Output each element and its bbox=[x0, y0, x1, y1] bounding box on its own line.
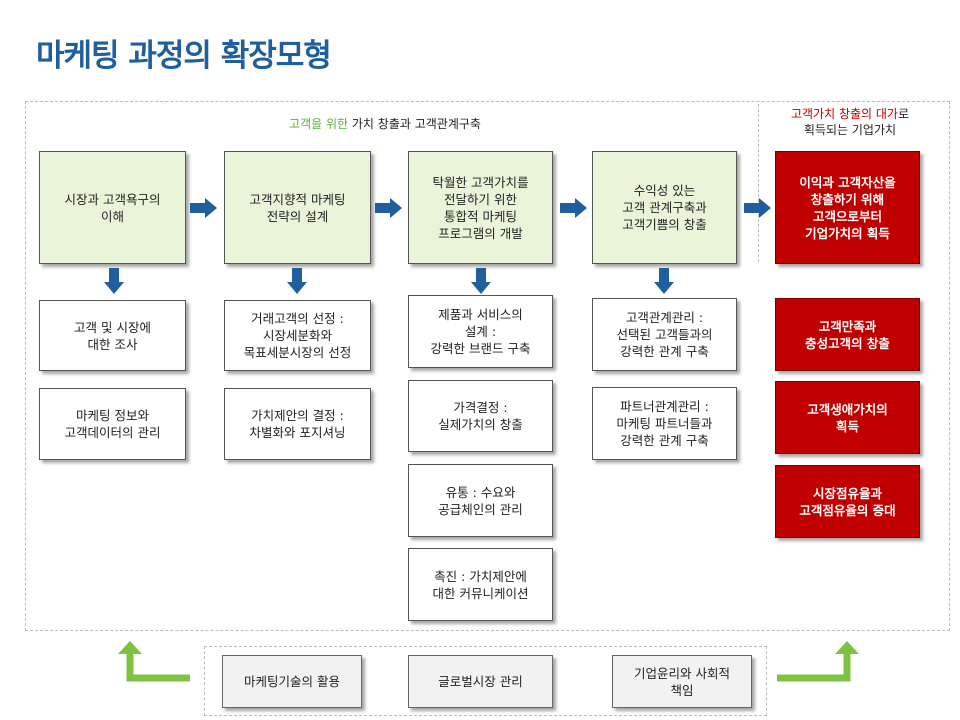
col5-box-satisfaction: 고객만족과 충성고객의 창출 bbox=[775, 298, 920, 371]
header-black-text: 가치 창출과 고객관계구축 bbox=[351, 117, 481, 131]
bottom-box-global: 글로벌시장 관리 bbox=[408, 655, 553, 708]
step-design-strategy: 고객지향적 마케팅 전략의 설계 bbox=[224, 151, 371, 264]
right-arrow-icon bbox=[744, 198, 771, 218]
header-red-text: 고객가치 창출의 대가 bbox=[790, 107, 898, 121]
page-title: 마케팅 과정의 확장모형 bbox=[36, 38, 332, 74]
down-arrow-icon bbox=[287, 268, 307, 294]
col3-box-distribution: 유통 : 수요와 공급체인의 관리 bbox=[408, 464, 553, 537]
step-understand-market: 시장과 고객욕구의 이해 bbox=[39, 151, 186, 264]
col1-box-info-management: 마케팅 정보와 고객데이터의 관리 bbox=[39, 388, 186, 460]
down-arrow-icon bbox=[471, 268, 491, 294]
down-arrow-icon bbox=[104, 268, 124, 294]
col1-box-research: 고객 및 시장에 대한 조사 bbox=[39, 300, 186, 371]
bottom-box-ethics: 기업윤리와 사회적 책임 bbox=[612, 655, 752, 708]
header-green-text: 고객을 위한 bbox=[289, 117, 352, 131]
right-divider-line bbox=[758, 104, 759, 262]
col3-box-pricing: 가격결정 : 실제가치의 창출 bbox=[408, 380, 553, 452]
down-arrow-icon bbox=[654, 268, 674, 294]
step-build-relationships: 수익성 있는 고객 관계구축과 고객기쁨의 창출 bbox=[592, 151, 737, 264]
right-arrow-icon bbox=[190, 198, 217, 218]
right-arrow-icon bbox=[375, 198, 402, 218]
header-value-capture: 고객가치 창출의 대가로 획득되는 기업가치 bbox=[770, 106, 930, 138]
step-capture-value: 이익과 고객자산을 창출하기 위해 고객으로부터 기업가치의 획득 bbox=[775, 151, 920, 264]
right-arrow-icon bbox=[560, 198, 587, 218]
col5-box-lifetime-value: 고객생애가치의 획득 bbox=[775, 381, 920, 454]
col2-box-segmentation: 거래고객의 선정 : 시장세분화와 목표세분시장의 선정 bbox=[224, 300, 371, 371]
green-bent-arrow-left-icon bbox=[118, 641, 190, 682]
bottom-box-technology: 마케팅기술의 활용 bbox=[222, 655, 362, 708]
header-value-creation: 고객을 위한 가치 창출과 고객관계구축 bbox=[230, 116, 540, 132]
main-dashed-frame bbox=[25, 101, 950, 631]
col2-box-positioning: 가치제안의 결정 : 차별화와 포지셔닝 bbox=[224, 388, 371, 460]
header-suffix-text: 로 bbox=[897, 107, 910, 121]
bottom-dashed-frame bbox=[204, 646, 767, 716]
col4-box-crm: 고객관계관리 : 선택된 고객들과의 강력한 관계 구축 bbox=[592, 298, 737, 371]
col3-box-promotion: 촉진 : 가치제안에 대한 커뮤니케이션 bbox=[408, 548, 553, 621]
col5-box-market-share: 시장점유율과 고객점유율의 증대 bbox=[775, 465, 920, 538]
green-bent-arrow-right-icon bbox=[777, 641, 859, 682]
step-develop-program: 탁월한 고객가치를 전달하기 위한 통합적 마케팅 프로그램의 개발 bbox=[408, 151, 553, 264]
col3-box-product: 제품과 서비스의 설계 : 강력한 브랜드 구축 bbox=[408, 295, 553, 368]
header-second-line: 획득되는 기업가치 bbox=[803, 123, 897, 137]
col4-box-prm: 파트너관계관리 : 마케팅 파트너들과 강력한 관계 구축 bbox=[592, 387, 737, 460]
